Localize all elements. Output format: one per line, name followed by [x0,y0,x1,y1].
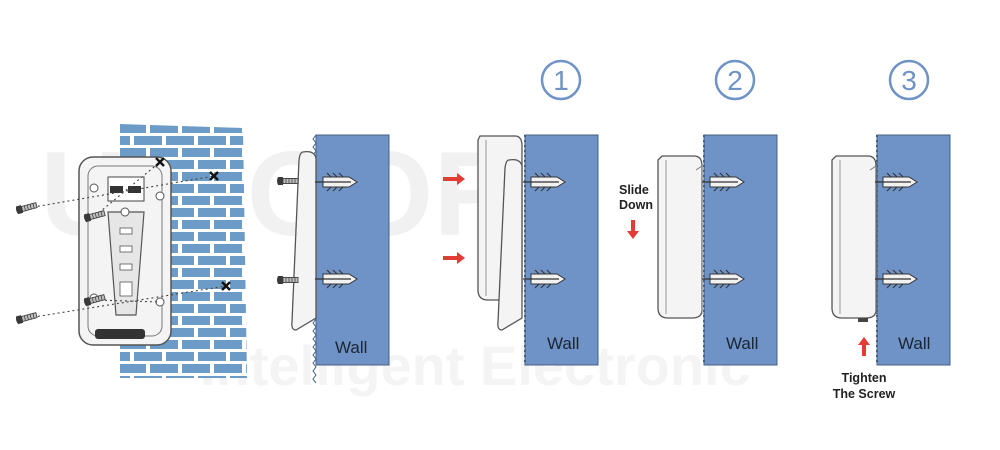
wall-panel-prep: Wall [312,134,390,384]
doorbell-side-step-2 [657,155,703,319]
arrow-down-icon [627,220,639,239]
step-1-number: 1 [553,65,569,96]
wall-label: Wall [898,334,930,353]
step-2-badge: 2 [714,59,756,101]
cross-mark-icon [155,157,231,291]
wall-panel-step-3: Wall [876,134,951,366]
step-3-number: 3 [901,65,917,96]
tighten-line-1: Tighten [842,371,887,385]
doorbell-side-step-1 [477,135,523,331]
arrow-up-icon [858,337,870,356]
wall-panel-step-1: Wall [524,134,599,366]
svg-text:Intelligent Electronic: Intelligent Electronic [200,334,751,397]
step-3-badge: 3 [888,59,930,101]
tighten-line-2: The Screw [833,387,896,401]
wall-label: Wall [726,334,758,353]
slide-down-instruction: Slide Down [619,183,653,212]
wall-panel-step-2: Wall [703,134,778,366]
tighten-screw-instruction: Tighten The Screw [833,371,896,401]
doorbell-mounting-bracket [78,156,172,346]
step-1-badge: 1 [540,59,582,101]
dotted-guides [27,161,227,319]
wall-label: Wall [335,338,367,357]
slide-down-line-1: Slide [619,183,649,197]
doorbell-side-step-3 [831,155,877,322]
slide-down-line-2: Down [619,198,653,212]
wall-label: Wall [547,334,579,353]
step-2-number: 2 [727,65,743,96]
bracket-side-prep [291,150,317,331]
arrow-right-icon [443,173,465,264]
